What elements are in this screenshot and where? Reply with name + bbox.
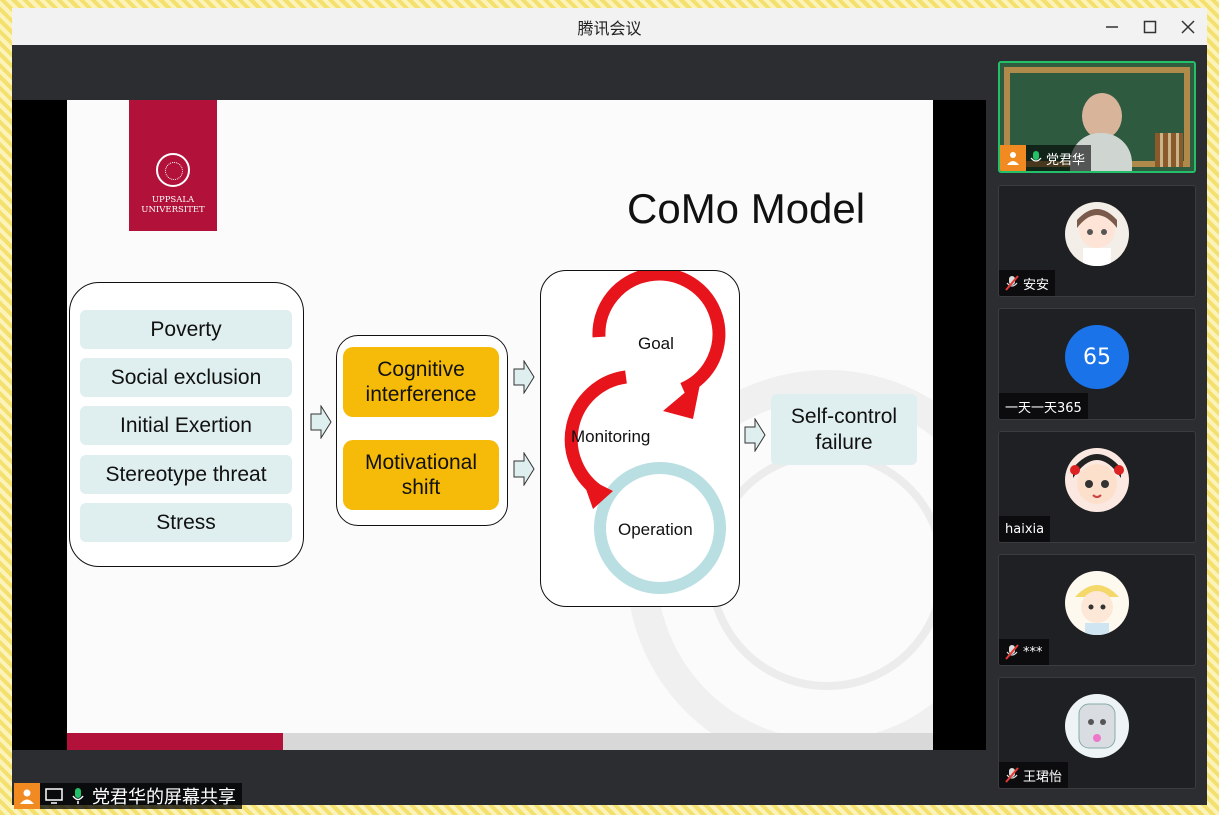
title-bar: 腾讯会议 [12,8,1207,45]
microphone-muted-icon [1005,644,1019,660]
participant-tile[interactable]: haixia [998,431,1196,543]
cycle-operation-label: Operation [618,520,693,539]
close-button[interactable] [1169,8,1207,45]
presentation-slide: UPPSALA UNIVERSITET CoMo Model Poverty S… [67,100,933,750]
participant-name: 安安 [1023,277,1050,293]
arrow-right-icon [513,360,535,394]
cycle-monitoring-label: Monitoring [571,427,651,446]
avatar [1065,448,1129,512]
goal-arrowhead-icon [663,379,701,419]
window-title: 腾讯会议 [577,18,642,38]
participant-name: haixia [1005,521,1045,537]
meeting-window: 腾讯会议 UPPSALA UNIVERSITET [12,8,1207,809]
slide-footer-bar [67,733,933,750]
uppsala-logo: UPPSALA UNIVERSITET [129,100,217,231]
screen-share-icon [44,786,64,806]
causes-group: Poverty Social exclusion Initial Exertio… [69,282,304,567]
slide-title: CoMo Model [627,185,866,232]
user-avatar-icon [1000,145,1026,171]
arrow-right-icon [744,418,766,452]
arrow-right-icon [310,405,332,439]
goal-arc [592,271,726,395]
screen-share-label: 党君华的屏幕共享 [14,783,242,809]
participants-panel: 党君华 安安 65 一天一天365 haixia [986,45,1207,805]
avatar [1065,694,1129,758]
microphone-muted-icon [1005,275,1019,291]
cause-item: Stress [80,503,292,542]
shared-screen-area: UPPSALA UNIVERSITET CoMo Model Poverty S… [12,45,986,809]
close-icon [1181,19,1195,34]
share-owner-label: 党君华的屏幕共享 [92,787,236,808]
seal-icon [156,153,190,187]
minimize-icon [1106,25,1118,28]
participant-name: *** [1023,644,1043,660]
avatar [1065,571,1129,635]
avatar: 65 [1065,325,1129,389]
user-avatar-icon [14,783,40,809]
maximize-icon [1143,20,1157,33]
participant-name: 王珺怡 [1023,769,1063,785]
cycle-goal-label: Goal [638,334,674,353]
cause-item: Stereotype threat [80,455,292,494]
avatar [1065,202,1129,266]
microphone-icon [68,786,88,806]
participant-tile[interactable]: 王珺怡 [998,677,1196,789]
participant-tile[interactable]: 安安 [998,185,1196,297]
participant-tile[interactable]: *** [998,554,1196,666]
microphone-icon [1030,151,1042,162]
participant-tile[interactable]: 65 一天一天365 [998,308,1196,420]
participant-name: 党君华 [1046,152,1086,168]
minimize-button[interactable] [1093,8,1131,45]
cycle-diagram [564,271,726,594]
shared-screen[interactable]: UPPSALA UNIVERSITET CoMo Model Poverty S… [12,100,986,750]
cause-item: Social exclusion [80,358,292,397]
control-cycle-group: Goal Monitoring Operation [540,270,740,607]
video-feed [1000,63,1194,171]
cause-item: Initial Exertion [80,406,292,445]
microphone-muted-icon [1005,767,1019,783]
arrow-right-icon [513,452,535,486]
cause-item: Poverty [80,310,292,349]
maximize-button[interactable] [1131,8,1169,45]
participant-name: 一天一天365 [1005,400,1082,416]
operation-ring [594,462,726,594]
participant-tile[interactable]: 党君华 [998,61,1196,173]
monitoring-arrowhead-icon [581,475,613,509]
